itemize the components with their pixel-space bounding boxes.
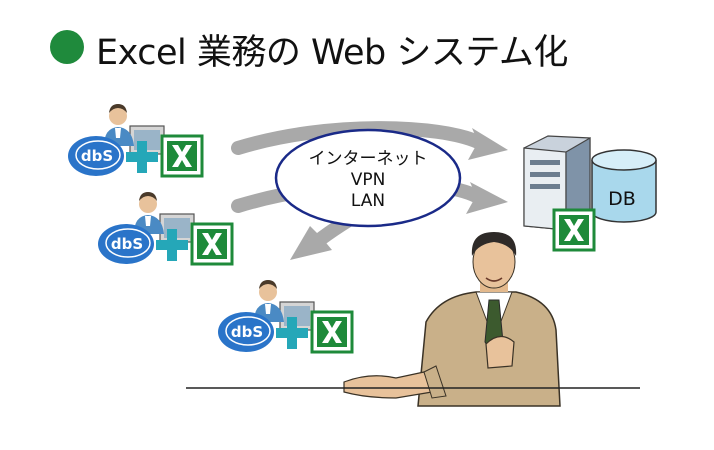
client-row-3: dbS bbox=[218, 279, 354, 354]
svg-text:dbS: dbS bbox=[81, 147, 113, 165]
excel-icon bbox=[160, 134, 204, 178]
dbs-badge: dbS bbox=[98, 224, 154, 264]
client-row-1: dbS bbox=[68, 103, 204, 178]
dbs-badge: dbS bbox=[68, 136, 124, 176]
svg-text:dbS: dbS bbox=[111, 235, 143, 253]
excel-icon bbox=[190, 222, 234, 266]
network-label-vpn: VPN bbox=[351, 170, 386, 190]
dbs-badge: dbS bbox=[218, 312, 274, 352]
server-group: DB bbox=[523, 135, 657, 252]
svg-text:dbS: dbS bbox=[231, 323, 263, 341]
server-excel-icon bbox=[552, 208, 596, 252]
network-ellipse: インターネット VPN LAN bbox=[274, 128, 462, 228]
db-label: DB bbox=[608, 188, 636, 210]
upper-arrow-1 bbox=[231, 121, 485, 155]
database-cylinder-icon: DB bbox=[591, 149, 657, 223]
network-label-internet: インターネット bbox=[309, 149, 428, 169]
client-row-2: dbS bbox=[98, 191, 234, 266]
slide-title: Excel 業務の Web システム化 bbox=[96, 33, 568, 73]
excel-icon bbox=[310, 310, 354, 354]
network-label-lan: LAN bbox=[351, 191, 385, 211]
presenter-businessman-icon bbox=[186, 232, 640, 407]
title-bullet-icon bbox=[50, 30, 84, 64]
